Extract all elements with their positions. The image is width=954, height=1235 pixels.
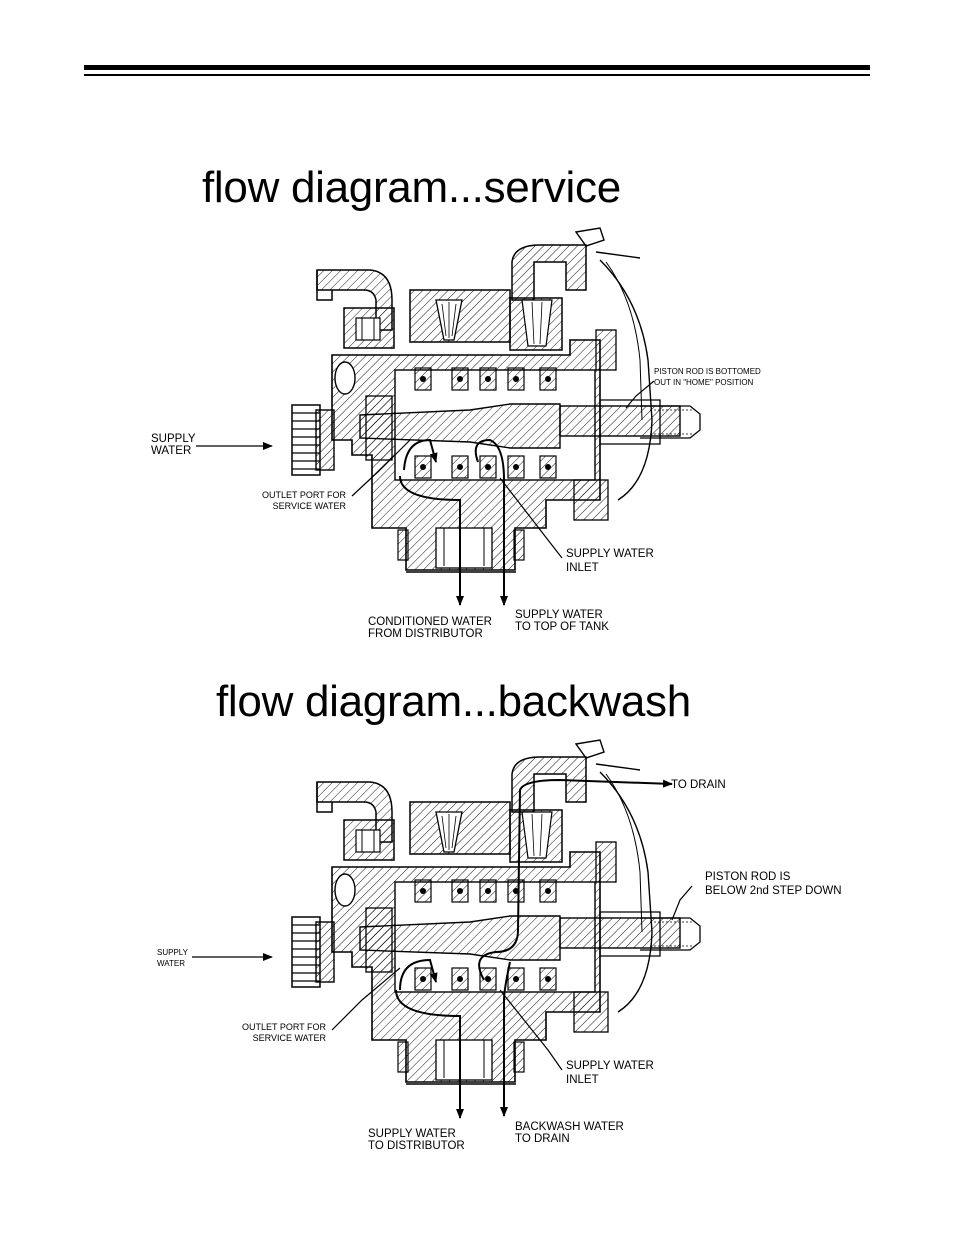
svg-text:SUPPLY WATER: SUPPLY WATER [566,548,654,560]
svg-text:SERVICE WATER: SERVICE WATER [273,501,347,511]
backwash-flow-lines [395,778,673,1119]
backwash-water-to-drain-label: BACKWASH WATER TO DRAIN [515,1121,624,1145]
svg-text:TO TOP OF TANK: TO TOP OF TANK [515,621,609,633]
service-annotation-lines [196,380,655,559]
svg-text:SERVICE WATER: SERVICE WATER [253,1033,327,1043]
svg-text:SUPPLY: SUPPLY [157,948,189,957]
service-piston-rod-label: PISTON ROD IS BOTTOMED OUT IN "HOME" POS… [654,367,761,387]
service-valve-drawing [291,227,701,573]
svg-text:PISTON ROD IS BOTTOMED: PISTON ROD IS BOTTOMED [654,367,761,376]
svg-text:FROM DISTRIBUTOR: FROM DISTRIBUTOR [368,628,483,640]
svg-text:SUPPLY WATER: SUPPLY WATER [566,1060,654,1072]
svg-text:SUPPLY WATER: SUPPLY WATER [368,1128,456,1140]
svg-text:BELOW 2nd STEP DOWN: BELOW 2nd STEP DOWN [705,885,842,897]
svg-text:CONDITIONED WATER: CONDITIONED WATER [368,616,492,628]
service-conditioned-water-label: CONDITIONED WATER FROM DISTRIBUTOR [368,616,492,640]
svg-text:BACKWASH WATER: BACKWASH WATER [515,1121,624,1133]
svg-text:WATER: WATER [151,445,191,457]
svg-text:TO DISTRIBUTOR: TO DISTRIBUTOR [368,1140,465,1152]
service-supply-to-tank-label: SUPPLY WATER TO TOP OF TANK [515,609,609,633]
svg-text:INLET: INLET [566,1074,599,1086]
svg-text:SUPPLY WATER: SUPPLY WATER [515,609,603,621]
backwash-outlet-port-label: OUTLET PORT FOR SERVICE WATER [242,1022,327,1043]
service-supply-water-inlet-label: SUPPLY WATER INLET [566,548,654,574]
service-diagram-title: flow diagram...service [202,163,621,212]
svg-text:OUTLET PORT FOR: OUTLET PORT FOR [242,1022,327,1032]
service-outlet-port-label: OUTLET PORT FOR SERVICE WATER [262,490,347,511]
header-rule-thin [84,74,870,76]
backwash-piston-rod-label: PISTON ROD IS BELOW 2nd STEP DOWN [705,871,842,897]
backwash-supply-water-inlet-label: SUPPLY WATER INLET [566,1060,654,1086]
backwash-to-drain-label: TO DRAIN [671,779,726,791]
backwash-supply-water-label: SUPPLY WATER [157,948,189,968]
svg-text:OUT IN "HOME" POSITION: OUT IN "HOME" POSITION [654,378,754,387]
svg-text:OUTLET PORT FOR: OUTLET PORT FOR [262,490,347,500]
backwash-supply-to-distributor-label: SUPPLY WATER TO DISTRIBUTOR [368,1128,465,1152]
header-rule-thick [84,65,870,70]
svg-text:TO DRAIN: TO DRAIN [515,1133,570,1145]
svg-text:SUPPLY: SUPPLY [151,433,196,445]
svg-text:INLET: INLET [566,562,599,574]
backwash-valve-drawing [291,739,701,1085]
backwash-diagram-title: flow diagram...backwash [216,677,691,726]
backwash-annotation-lines [192,885,693,1071]
svg-text:PISTON ROD IS: PISTON ROD IS [705,871,791,883]
service-supply-water-label: SUPPLY WATER [151,433,196,457]
svg-text:WATER: WATER [157,959,185,968]
service-flow-lines [399,438,508,606]
